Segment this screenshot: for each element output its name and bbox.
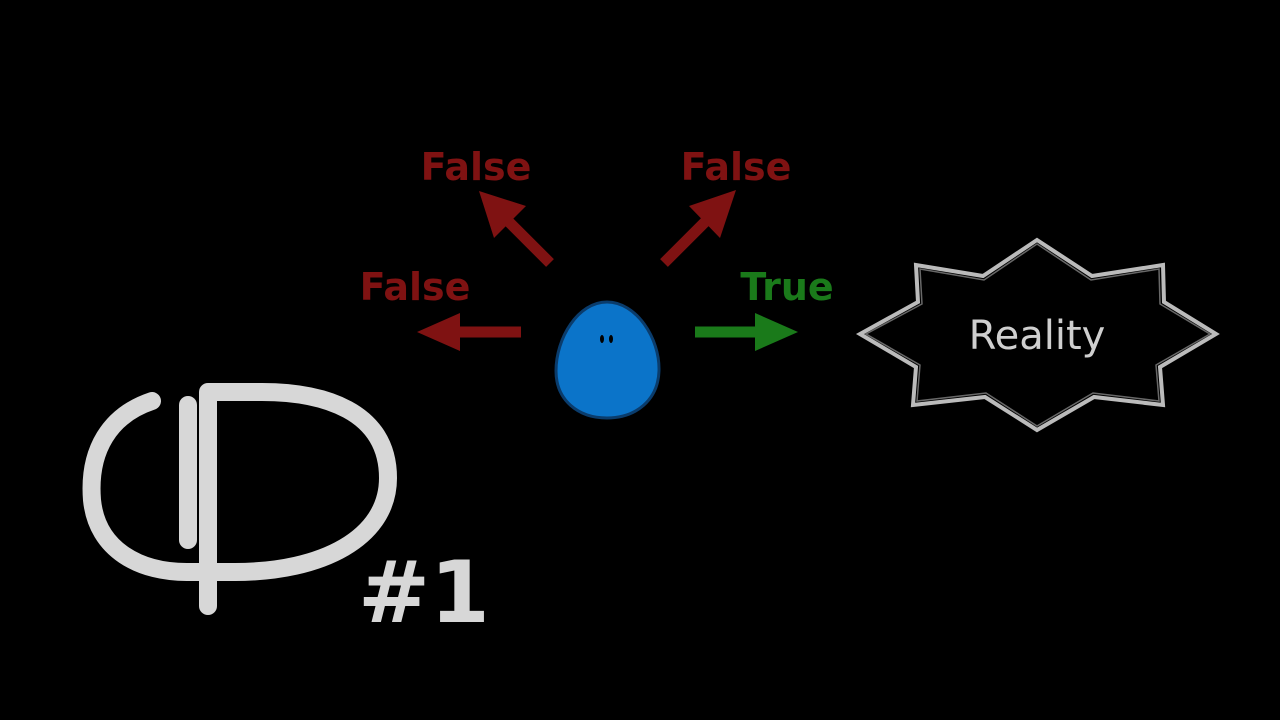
arrow-left (417, 313, 521, 351)
reality-label: Reality (969, 313, 1106, 359)
eye-right (609, 335, 613, 343)
arrow-up-right (660, 190, 736, 267)
reality-starburst: Reality (855, 237, 1220, 433)
episode-number: #1 (358, 543, 490, 643)
arrow-right (695, 313, 798, 351)
label-true-right: True (740, 265, 833, 309)
eye-left (600, 335, 604, 343)
label-false-top-left: False (421, 145, 532, 189)
label-false-left: False (360, 265, 471, 309)
label-false-top-right: False (681, 145, 792, 189)
blue-blob-character (554, 300, 661, 420)
arrow-up-left (479, 191, 554, 267)
channel-logo (82, 383, 397, 615)
